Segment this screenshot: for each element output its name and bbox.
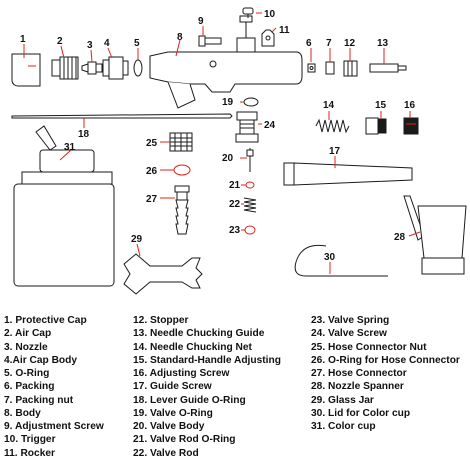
legend-column-2: 12. Stopper 13. Needle Chucking Guide 14… [133,314,281,460]
part-label-31: 31 [64,142,76,153]
valve-rod-o-ring-part [245,181,255,189]
guide-screw-part [283,162,413,186]
part-label-18: 18 [78,129,90,140]
wrench-part [123,253,203,295]
legend-item: 12. Stopper [133,315,189,326]
legend-item: 27. Hose Connector [311,368,407,379]
legend-item: 19. Valve O-Ring [133,407,213,419]
lever-guide-rod-part [11,113,233,119]
hose-connector-nut-part [169,132,193,152]
legend-item: 2. Air Cap [4,328,52,340]
needle-chucking-net-part [315,118,350,134]
valve-o-ring-part [243,97,259,107]
part-label-6: 6 [306,38,312,49]
legend-item: 20. Valve Body [133,421,205,432]
legend-item: 7. Packing nut [4,394,74,406]
o-ring-5-part [133,59,143,77]
part-label-20: 20 [222,153,234,164]
part-label-27: 27 [146,194,158,205]
legend-item: 30. Lid for Color cup [311,407,411,419]
part-label-28: 28 [394,232,406,243]
trigger-part [242,7,254,18]
part-label-15: 15 [375,100,387,111]
part-label-3: 3 [87,40,93,51]
rocker-part [261,29,275,47]
part-label-30: 30 [324,252,336,263]
protective-cap-part [11,53,41,87]
part-label-7: 7 [326,38,332,49]
part-label-21: 21 [229,180,241,191]
stopper-part [343,60,358,77]
standard-handle-adjusting-part [365,117,387,135]
part-label-29: 29 [131,234,143,245]
legend-item: 3. Nozzle [4,341,48,353]
packing-part [307,63,316,73]
nozzle-part [81,61,103,75]
legend-item: 23. Valve Spring [311,315,390,326]
valve-screw-part [235,111,259,143]
legend-item: 8. Body [4,407,41,419]
part-label-2: 2 [57,36,63,47]
legend-item: 5. O-Ring [4,368,50,379]
nozzle-spanner-part [403,195,467,275]
part-label-25: 25 [146,138,158,149]
legend-item: 15. Standard-Handle Adjusting [133,354,281,366]
valve-body-part [246,148,254,172]
part-label-12: 12 [344,38,356,49]
part-label-22: 22 [229,199,241,210]
air-cap-body-part [102,56,129,80]
part-label-17: 17 [329,146,341,157]
legend-item: 18. Lever Guide O-Ring [133,394,246,406]
valve-rod-part [243,197,257,213]
legend-item: 9. Adjustment Screw [4,421,104,432]
part-label-11: 11 [279,25,290,36]
legend-item: 14. Needle Chucking Net [133,341,252,353]
part-label-4: 4 [104,38,110,49]
legend-item: 11. Rocker [4,447,55,459]
legend-item: 10. Trigger [4,434,56,446]
legend-column-1: 1. Protective Cap 2. Air Cap 3. Nozzle 4… [4,314,104,460]
exploded-parts-diagram: 1 2 3 4 5 6 7 8 9 10 11 12 13 14 15 16 1… [11,7,467,295]
legend-item: 31. Color cup [311,421,376,432]
legend-item: 17. Guide Screw [133,381,212,393]
legend-item: 25. Hose Connector Nut [311,341,427,353]
adjusting-screw-part [403,117,419,135]
legend-item: 13. Needle Chucking Guide [133,328,265,340]
part-label-24: 24 [264,120,276,131]
part-label-8: 8 [177,32,183,43]
part-label-19: 19 [222,97,234,108]
part-label-16: 16 [404,100,416,111]
part-label-23: 23 [229,225,241,236]
part-label-13: 13 [377,38,389,49]
part-label-10: 10 [264,9,276,20]
legend-item: 28. Nozzle Spanner [311,381,404,393]
leader-lines [23,12,421,274]
legend-item: 26. O-Ring for Hose Connector [311,354,460,366]
legend-item: 1. Protective Cap [4,315,87,326]
legend-item: 22. Valve Rod [133,447,199,459]
airbrush-body-part [149,15,303,109]
legend-item: 21. Valve Rod O-Ring [133,434,236,446]
hose-connector-o-ring-part [173,164,191,176]
part-label-9: 9 [198,16,204,27]
hose-connector-part [174,185,190,235]
air-cap-part [51,56,79,80]
color-cup-part [13,125,115,287]
legend-column-3: 23. Valve Spring 24. Valve Screw 25. Hos… [311,314,460,433]
part-label-26: 26 [146,166,158,177]
wire-hook-part [294,244,388,277]
valve-spring-part [244,225,256,235]
needle-chucking-guide-part [369,63,407,73]
part-label-1: 1 [20,34,26,45]
legend-item: 24. Valve Screw [311,328,387,340]
legend-item: 29. Glass Jar [311,394,374,406]
part-label-14: 14 [323,100,335,111]
adjustment-screw-part [198,35,222,47]
part-number-labels: 1 2 3 4 5 6 7 8 9 10 11 12 13 14 15 16 1… [20,9,416,263]
legend-item: 4.Air Cap Body [4,354,78,366]
packing-nut-part [325,61,335,75]
legend-item: 16. Adjusting Screw [133,368,230,379]
legend-item: 6. Packing [4,381,55,393]
part-label-5: 5 [134,38,140,49]
